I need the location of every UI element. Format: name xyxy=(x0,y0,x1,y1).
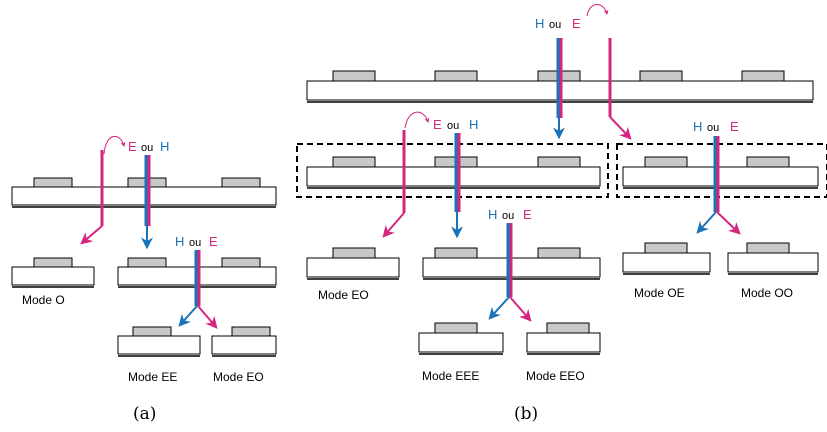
board-b-mid-left xyxy=(306,156,601,189)
label-mode-ee: Mode EE xyxy=(128,370,177,384)
beam-label-a-top-ou: ou xyxy=(141,142,153,154)
label-mode-eeo: Mode EEO xyxy=(526,369,585,383)
board-mode-oo: Mode OO xyxy=(727,242,819,300)
beam-b-mid: H ou E xyxy=(488,207,532,322)
beam-label-a-top-second: H xyxy=(160,139,169,154)
beam-label-a-mid-first: H xyxy=(175,234,184,249)
beam-label-b-right-second: E xyxy=(730,119,739,134)
beam-label-b-top-ou: ou xyxy=(549,19,561,31)
beam-label-a-top-first: E xyxy=(128,139,137,154)
board-mode-oe: Mode OE xyxy=(622,242,711,300)
beam-label-b-right-ou: ou xyxy=(707,122,719,134)
beam-label-a-mid-second: E xyxy=(209,234,218,249)
beam-label-b-left-ou: ou xyxy=(447,120,459,132)
label-mode-o: Mode O xyxy=(22,293,65,307)
board-mode-eee: Mode EEE xyxy=(418,322,504,383)
label-mode-oo: Mode OO xyxy=(741,286,793,300)
beam-label-b-left-first: E xyxy=(433,117,442,132)
beam-label-b-left-second: H xyxy=(469,117,478,132)
beam-a-mid: H ou E xyxy=(175,234,218,329)
board-mode-eo-b: Mode EO xyxy=(306,247,400,302)
label-mode-oe: Mode OE xyxy=(634,286,685,300)
board-mode-eo-a: Mode EO xyxy=(211,326,277,384)
beam-label-a-mid-ou: ou xyxy=(189,237,201,249)
panel-a: E ou H Mode O H ou E xyxy=(11,136,277,424)
panel-b: H ou E E xyxy=(296,4,827,424)
beam-b-left: E ou H xyxy=(382,111,478,239)
label-mode-eee: Mode EEE xyxy=(422,369,479,383)
label-mode-eo-a: Mode EO xyxy=(213,370,264,384)
beam-label-b-top-second: E xyxy=(572,16,581,31)
beam-label-b-mid-second: E xyxy=(523,207,532,222)
board-mode-ee: Mode EE xyxy=(117,326,201,384)
beam-label-b-mid-first: H xyxy=(488,207,497,222)
beam-label-b-mid-ou: ou xyxy=(502,210,514,222)
caption-a: (a) xyxy=(133,404,156,424)
beam-label-b-right-first: H xyxy=(693,119,702,134)
beam-a-top: E ou H xyxy=(80,136,169,250)
dashed-box-right xyxy=(616,143,827,198)
board-mode-o: Mode O xyxy=(11,257,95,307)
board-a-main xyxy=(11,177,277,208)
board-b-mid-right xyxy=(622,156,819,189)
beam-b-top: H ou E xyxy=(535,4,632,140)
dashed-box-left xyxy=(296,143,609,198)
board-mode-eeo: Mode EEO xyxy=(526,322,601,383)
beam-b-right: H ou E xyxy=(693,119,741,235)
caption-b: (b) xyxy=(514,404,538,424)
beam-label-b-top-first: H xyxy=(535,16,544,31)
label-mode-eo-b: Mode EO xyxy=(318,288,369,302)
